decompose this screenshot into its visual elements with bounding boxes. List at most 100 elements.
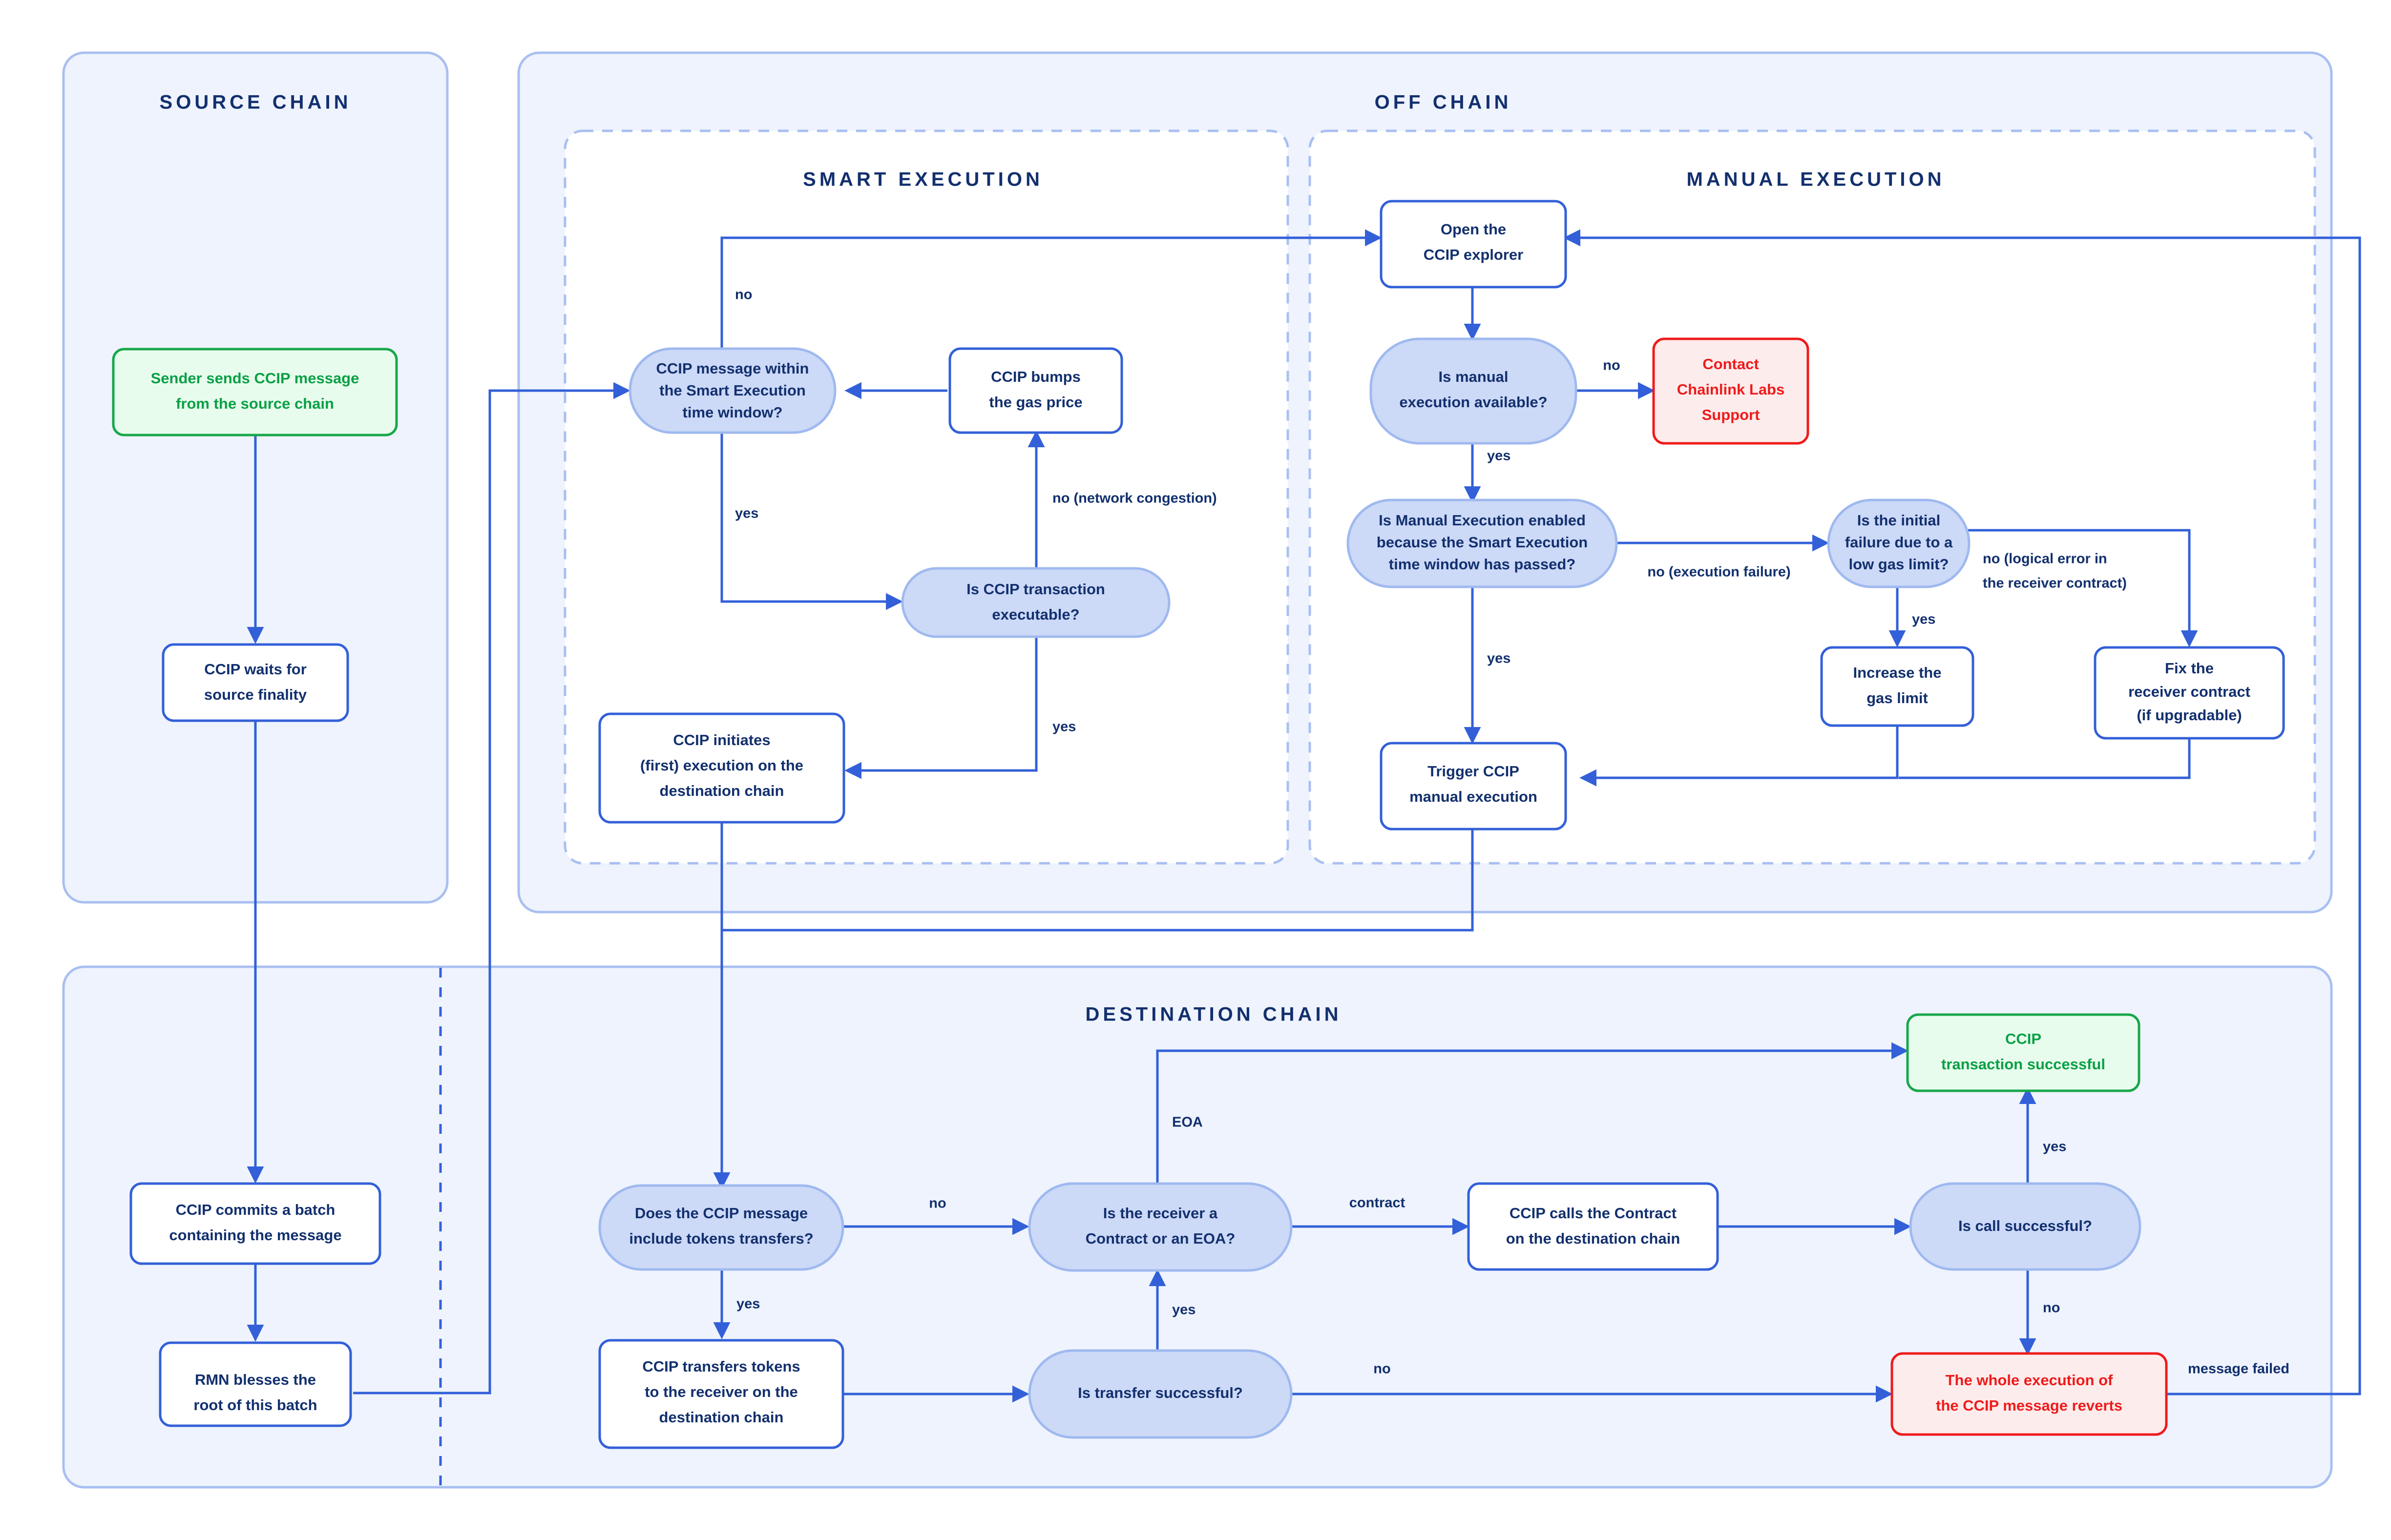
svg-text:(if upgradable): (if upgradable) — [2137, 707, 2242, 724]
svg-text:Is call successful?: Is call successful? — [1958, 1217, 2092, 1234]
svg-text:manual execution: manual execution — [1409, 788, 1537, 805]
edge-label-call-yes: yes — [2043, 1139, 2066, 1155]
svg-text:Open the: Open the — [1441, 221, 1506, 238]
edge-label-receiver-eoa: EOA — [1172, 1115, 1203, 1130]
node-transfer-successful[interactable]: Is transfer successful? — [1028, 1349, 1293, 1439]
edge-label-manual-available-no: no — [1603, 358, 1620, 374]
svg-text:transaction successful: transaction successful — [1941, 1056, 2105, 1073]
edge-receiver-eoa-to-tx-successful — [1156, 1042, 1909, 1186]
svg-text:Trigger CCIP: Trigger CCIP — [1427, 763, 1519, 780]
panel-title-manual-execution: MANUAL EXECUTION — [1686, 169, 1945, 190]
svg-text:time window has passed?: time window has passed? — [1389, 556, 1575, 573]
svg-text:Increase the: Increase the — [1853, 664, 1942, 681]
svg-text:failure due to a: failure due to a — [1845, 534, 1953, 551]
edge-label-initial-failure-yes: yes — [1912, 612, 1935, 627]
svg-text:Does the CCIP message: Does the CCIP message — [635, 1205, 808, 1222]
edge-label-executable-yes: yes — [1052, 719, 1076, 735]
svg-text:destination chain: destination chain — [660, 782, 784, 799]
edge-label-manual-enabled-yes: yes — [1487, 651, 1510, 666]
svg-text:the Smart Execution: the Smart Execution — [659, 382, 806, 399]
edge-label-initial-failure-no-line2: the receiver contract) — [1983, 576, 2127, 591]
svg-text:Is CCIP transaction: Is CCIP transaction — [966, 581, 1105, 598]
edge-window-no-to-open-explorer — [720, 229, 1382, 353]
node-receiver-kind[interactable]: Is the receiver a Contract or an EOA? — [1028, 1182, 1293, 1272]
svg-text:source finality: source finality — [204, 686, 307, 703]
edge-executable-yes-to-initiates — [844, 635, 1038, 779]
edge-label-manual-enabled-no: no (execution failure) — [1647, 564, 1790, 580]
node-manual-available[interactable]: Is manual execution available? — [1369, 337, 1577, 445]
edge-label-transfer-yes: yes — [1172, 1302, 1196, 1318]
svg-text:CCIP initiates: CCIP initiates — [673, 731, 770, 749]
panel-manual-execution — [1308, 129, 2316, 865]
edge-label-window-yes: yes — [735, 506, 758, 521]
edge-increase-gas-to-trigger — [1579, 725, 1899, 787]
svg-text:The whole execution of: The whole execution of — [1946, 1372, 2113, 1389]
svg-text:Is manual: Is manual — [1439, 368, 1509, 385]
panel-title-destination-chain: DESTINATION CHAIN — [1086, 1004, 1342, 1025]
svg-text:destination chain: destination chain — [659, 1409, 784, 1426]
svg-text:Contract or an EOA?: Contract or an EOA? — [1086, 1230, 1236, 1247]
svg-text:include tokens transfers?: include tokens transfers? — [629, 1230, 813, 1247]
edge-trigger-to-destination — [722, 806, 1474, 932]
node-rmn-blesses[interactable]: RMN blesses the root of this batch — [159, 1341, 352, 1427]
node-manual-enabled[interactable]: Is Manual Execution enabled because the … — [1346, 499, 1618, 588]
svg-text:RMN blesses the: RMN blesses the — [195, 1371, 316, 1388]
edge-rmn-to-within-window — [353, 382, 630, 1394]
svg-text:Is the initial: Is the initial — [1857, 512, 1941, 529]
svg-text:CCIP: CCIP — [2005, 1030, 2041, 1047]
edge-label-tokens-yes: yes — [736, 1296, 760, 1312]
panel-title-smart-execution: SMART EXECUTION — [803, 169, 1043, 190]
node-includes-tokens[interactable]: Does the CCIP message include tokens tra… — [598, 1184, 844, 1271]
svg-text:CCIP waits for: CCIP waits for — [204, 661, 307, 678]
svg-text:Chainlink Labs: Chainlink Labs — [1677, 381, 1784, 398]
node-open-explorer[interactable]: Open the CCIP explorer — [1380, 200, 1567, 289]
node-initial-failure[interactable]: Is the initial failure due to a low gas … — [1827, 499, 1971, 588]
node-contact-support[interactable]: Contact Chainlink Labs Support — [1652, 337, 1809, 445]
edge-label-message-failed: message failed — [2188, 1361, 2289, 1377]
svg-text:Is the receiver a: Is the receiver a — [1103, 1205, 1218, 1222]
svg-text:to the receiver on the: to the receiver on the — [645, 1383, 798, 1400]
svg-text:Support: Support — [1702, 406, 1760, 423]
svg-text:CCIP bumps: CCIP bumps — [991, 368, 1081, 385]
svg-text:because the Smart Execution: because the Smart Execution — [1377, 534, 1588, 551]
edge-label-call-no: no — [2043, 1300, 2060, 1316]
svg-text:low gas limit?: low gas limit? — [1849, 556, 1949, 573]
svg-text:CCIP message within: CCIP message within — [656, 360, 809, 377]
edge-reverts-to-open-explorer — [1563, 229, 2361, 1395]
node-fix-receiver[interactable]: Fix the receiver contract (if upgradable… — [2094, 646, 2285, 740]
node-bumps-gas[interactable]: CCIP bumps the gas price — [948, 347, 1123, 434]
edge-label-executable-no: no (network congestion) — [1052, 491, 1217, 506]
node-commits-batch[interactable]: CCIP commits a batch containing the mess… — [129, 1182, 381, 1265]
edge-label-initial-failure-no-line1: no (logical error in — [1983, 551, 2107, 567]
svg-text:containing the message: containing the message — [169, 1227, 341, 1244]
svg-text:CCIP calls the Contract: CCIP calls the Contract — [1510, 1205, 1677, 1222]
svg-text:receiver contract: receiver contract — [2128, 683, 2250, 700]
node-is-executable[interactable]: Is CCIP transaction executable? — [901, 567, 1171, 638]
panel-smart-execution — [564, 129, 1289, 865]
edge-label-manual-available-yes: yes — [1487, 448, 1510, 464]
node-transfers-tokens[interactable]: CCIP transfers tokens to the receiver on… — [598, 1339, 844, 1449]
node-trigger-manual[interactable]: Trigger CCIP manual execution — [1380, 742, 1567, 831]
svg-text:Is Manual Execution enabled: Is Manual Execution enabled — [1379, 512, 1586, 529]
svg-text:from the source chain: from the source chain — [176, 395, 334, 412]
svg-text:Contact: Contact — [1702, 355, 1759, 373]
svg-text:Sender sends CCIP message: Sender sends CCIP message — [151, 370, 359, 387]
node-call-successful[interactable]: Is call successful? — [1909, 1182, 2141, 1271]
svg-text:time window?: time window? — [683, 404, 783, 421]
node-increase-gas[interactable]: Increase the gas limit — [1820, 646, 1974, 727]
node-calls-contract[interactable]: CCIP calls the Contract on the destinati… — [1467, 1182, 1719, 1271]
node-whole-reverts[interactable]: The whole execution of the CCIP message … — [1890, 1352, 2168, 1436]
node-transaction-successful[interactable]: CCIP transaction successful — [1906, 1013, 2140, 1092]
svg-text:on the destination chain: on the destination chain — [1506, 1230, 1680, 1247]
svg-text:CCIP transfers tokens: CCIP transfers tokens — [642, 1358, 800, 1375]
svg-text:execution available?: execution available? — [1399, 394, 1547, 411]
node-initiates-execution[interactable]: CCIP initiates (first) execution on the … — [598, 712, 845, 824]
node-within-window[interactable]: CCIP message within the Smart Execution … — [629, 347, 837, 434]
svg-text:executable?: executable? — [992, 606, 1079, 623]
node-sender-sends[interactable]: Sender sends CCIP message from the sourc… — [112, 348, 398, 437]
svg-text:the CCIP message reverts: the CCIP message reverts — [1936, 1397, 2122, 1414]
svg-text:the gas price: the gas price — [989, 394, 1082, 411]
edge-label-window-no: no — [735, 287, 752, 303]
node-waits-finality[interactable]: CCIP waits for source finality — [162, 643, 349, 722]
